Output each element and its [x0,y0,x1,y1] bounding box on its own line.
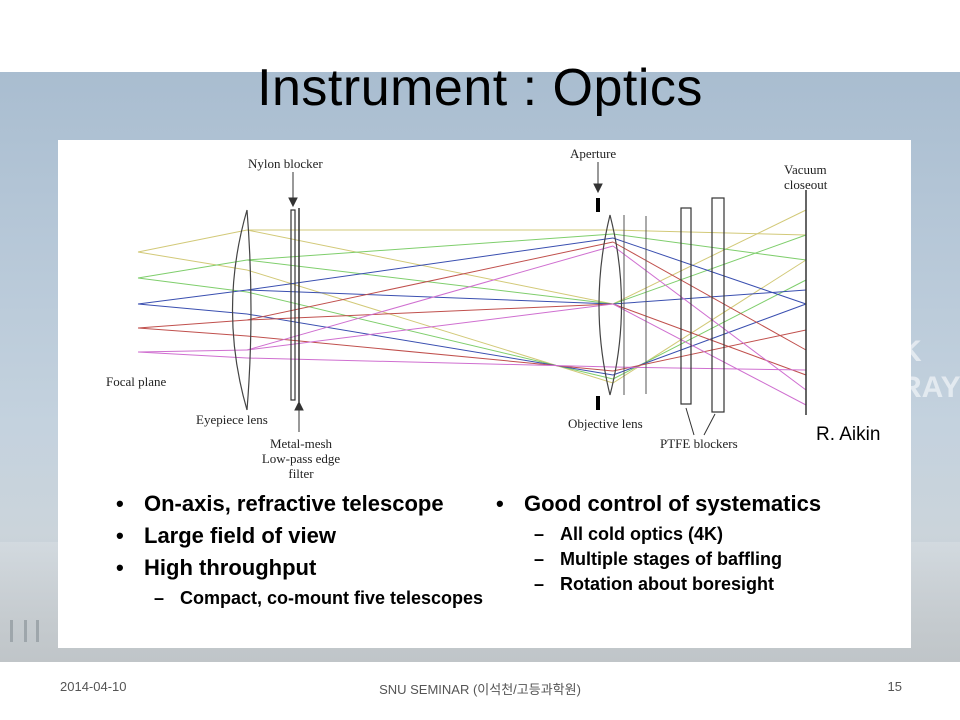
slide-title: Instrument : Optics [257,59,703,117]
ray-bundle [137,209,807,406]
ray [612,329,807,372]
right-bullet-list: •Good control of systematics–All cold op… [488,492,908,599]
label-focal-plane: Focal plane [106,374,167,389]
ray [246,259,614,305]
ray [612,303,807,376]
ptfe-arrow-1 [685,407,695,436]
label-aperture: Aperture [570,146,617,161]
ray [246,237,614,291]
ray [612,233,807,261]
ray [246,233,614,261]
dash-marker: – [534,549,545,569]
bullet-text: Multiple stages of baffling [560,549,783,569]
ray [137,229,248,253]
background-post [24,620,27,642]
ray [246,303,614,351]
left-bullet-item: • On-axis, refractive telescope [108,492,488,516]
bullet-text: Compact, co-mount five telescopes [180,588,484,608]
objective-lens [598,214,623,396]
bullet-text: All cold optics (4K) [560,524,724,544]
aperture-arrowhead [593,183,603,194]
ray [612,234,807,305]
bullet-text: High throughput [144,555,317,580]
dash-marker: – [534,524,545,544]
eyepiece-lens [231,209,252,411]
bullet-text: Good control of systematics [524,491,822,516]
footer-title: SNU SEMINAR (이석천/고등과학원) [379,682,581,697]
right-bullet-item: • Good control of systematics [488,492,908,516]
ptfe-arrow-2 [703,413,716,436]
ptfe-blocker-2 [711,197,725,413]
background-post [36,620,39,642]
bullet-marker: • [116,523,124,548]
left-bullet-item: –Compact, co-mount five telescopes [108,588,488,608]
ray [612,366,807,371]
bullet-marker: • [116,491,124,516]
bullet-text: On-axis, refractive telescope [144,491,444,516]
metal-mesh-arrowhead [294,400,304,411]
label-nylon-blocker: Nylon blocker [248,156,323,171]
bullet-marker: • [116,555,124,580]
left-bullet-list: • On-axis, refractive telescope • Large fie… [108,492,488,613]
ray [246,229,614,305]
label-metal-mesh-line3: filter [288,466,314,481]
ray [137,251,248,271]
ray [612,237,807,305]
label-vacuum-closeout: Vacuum closeout [784,162,827,192]
label-metal-mesh: Metal-mesh Low-pass edge filter [256,436,346,481]
ray [612,303,807,406]
dash-marker: – [534,574,545,594]
ray [137,259,248,279]
ray [137,349,248,353]
ray [137,289,248,305]
background-post [10,620,13,642]
left-bullet-item: • Large field of view [108,524,488,548]
ray [612,241,807,351]
dash-marker: – [154,588,165,608]
ray [612,279,807,380]
label-vacuum-line1: Vacuum [784,162,827,177]
ray [246,303,614,321]
ray [137,319,248,329]
ray [612,289,807,305]
label-ptfe-blockers: PTFE blockers [660,436,738,451]
nylon-blocker-arrowhead [288,197,298,208]
label-metal-mesh-line1: Metal-mesh [269,436,333,451]
nylon-blocker [290,209,296,401]
ray [246,289,614,305]
optics-diagram [137,162,807,436]
right-bullet-item: –All cold optics (4K) [488,524,908,544]
optics-panel: Nylon blocker Aperture Vacuum closeout F… [58,140,911,648]
ray [137,327,248,337]
ray [246,245,614,351]
bullet-marker: • [496,491,504,516]
footer-date: 2014-04-10 [60,679,127,694]
label-objective-lens: Objective lens [568,416,643,431]
bullet-text: Rotation about boresight [560,574,774,594]
ray [137,277,248,293]
label-eyepiece-lens: Eyepiece lens [196,412,268,427]
right-bullet-item: –Multiple stages of baffling [488,549,908,569]
bullet-text: Large field of view [144,523,336,548]
ray [137,303,248,315]
left-bullet-item: • High throughput [108,556,488,580]
ray [246,357,614,368]
ray [137,351,248,359]
footer-page-number: 15 [887,679,902,694]
ray [612,209,807,305]
ptfe-blocker-1 [680,207,692,405]
diagram-credit: R. Aikin [816,424,881,445]
right-bullet-item: –Rotation about boresight [488,574,908,594]
label-metal-mesh-line2: Low-pass edge [261,451,341,466]
ray [246,241,614,321]
ray [612,229,807,236]
ray [612,245,807,391]
label-vacuum-line2: closeout [784,177,828,192]
